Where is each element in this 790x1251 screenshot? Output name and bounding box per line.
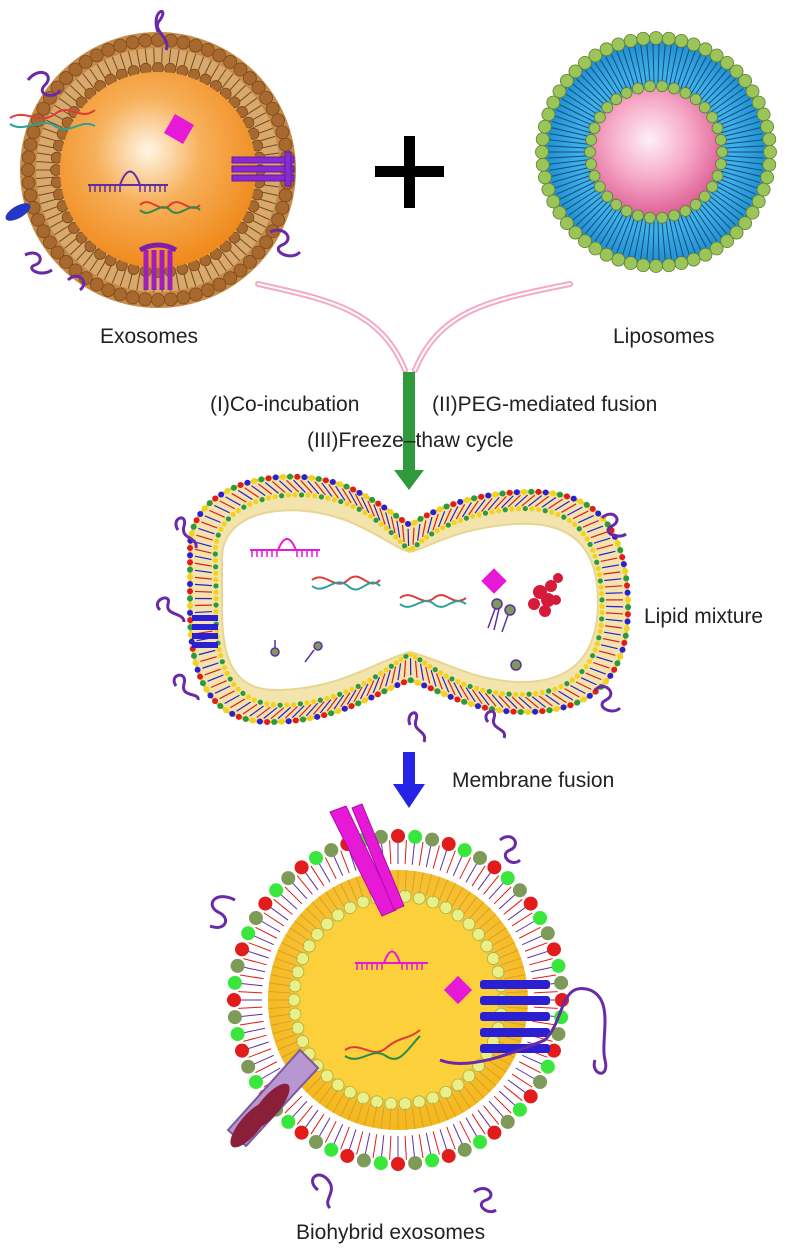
blue-arrow: [393, 752, 425, 808]
protein-cargo-icon: [163, 113, 195, 145]
label-biohybrid-exosomes: Biohybrid exosomes: [296, 1221, 486, 1244]
hybrid-outer-lipid-tails: [238, 840, 558, 1160]
exosome-outer-lipid-heads: [21, 33, 295, 307]
transmembrane-receptor-icon: [226, 1048, 320, 1148]
lipid-mixture-heads: [187, 473, 632, 725]
glycan-chain-icon: [156, 512, 627, 743]
dna-helix-icon: [9, 109, 96, 120]
transmembrane-receptor-icon: [231, 151, 295, 187]
rna-hairpin-icon: [88, 170, 168, 192]
glycan-chain-icon: [209, 835, 608, 1214]
transmembrane-receptor-icon: [192, 615, 218, 648]
liposome-illustration: [535, 31, 777, 273]
rna-hairpin-icon: [355, 950, 428, 970]
biohybrid-exosome-illustration: [209, 803, 608, 1214]
protein-cargo-icon: [443, 975, 473, 1005]
label-lipid-mixture: Lipid mixture: [644, 605, 764, 628]
rna-hairpin-icon: [250, 538, 320, 557]
transmembrane-receptor-icon: [480, 980, 550, 1053]
exosome-illustration: [5, 9, 302, 308]
liposome-inner-lipid-heads: [584, 80, 728, 224]
merge-funnel: [255, 281, 573, 373]
label-co-incubation: (I)Co-incubation: [210, 393, 360, 416]
label-liposomes: Liposomes: [613, 325, 715, 348]
transmembrane-protein-icon: [138, 242, 178, 290]
protein-cargo-icon: [481, 568, 507, 594]
transmembrane-receptor-icon: [329, 803, 405, 917]
label-membrane-fusion: Membrane fusion: [452, 769, 615, 792]
liposome-lipid-tails: [548, 44, 764, 260]
protein-cluster-icon: [528, 573, 563, 617]
plus-sign: [375, 136, 444, 208]
surface-protein-icon: [5, 203, 31, 221]
liposome-outer-lipid-heads: [535, 31, 777, 273]
label-peg-mediated-fusion: (II)PEG-mediated fusion: [432, 393, 658, 416]
label-freeze-thaw-cycle: (III)Freeze–thaw cycle: [307, 429, 514, 452]
exosome-inner-lipid-heads: [50, 62, 266, 278]
dna-helix-icon: [344, 1029, 421, 1053]
label-exosomes: Exosomes: [100, 325, 199, 348]
green-arrow: [394, 372, 424, 490]
free-lipid-icon: [270, 598, 522, 671]
glycan-chain-icon: [24, 9, 302, 292]
lipid-mixture-illustration: [156, 473, 632, 743]
